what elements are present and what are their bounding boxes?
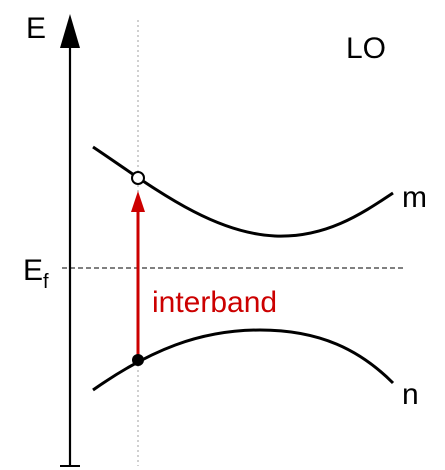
fermi-label-main: E <box>23 254 43 287</box>
interband-label: interband <box>152 286 277 319</box>
fermi-label-subscript: f <box>43 271 49 293</box>
band-m-label: m <box>402 181 427 214</box>
band-n-label: n <box>402 378 419 411</box>
region-label: LO <box>346 32 386 65</box>
fermi-level-label: Ef <box>23 254 49 293</box>
energy-axis-arrowhead <box>60 14 80 48</box>
occupied-state-dot <box>132 354 144 366</box>
energy-axis-label: E <box>26 12 46 45</box>
empty-state-dot <box>131 171 145 185</box>
interband-arrow-head <box>131 191 145 212</box>
